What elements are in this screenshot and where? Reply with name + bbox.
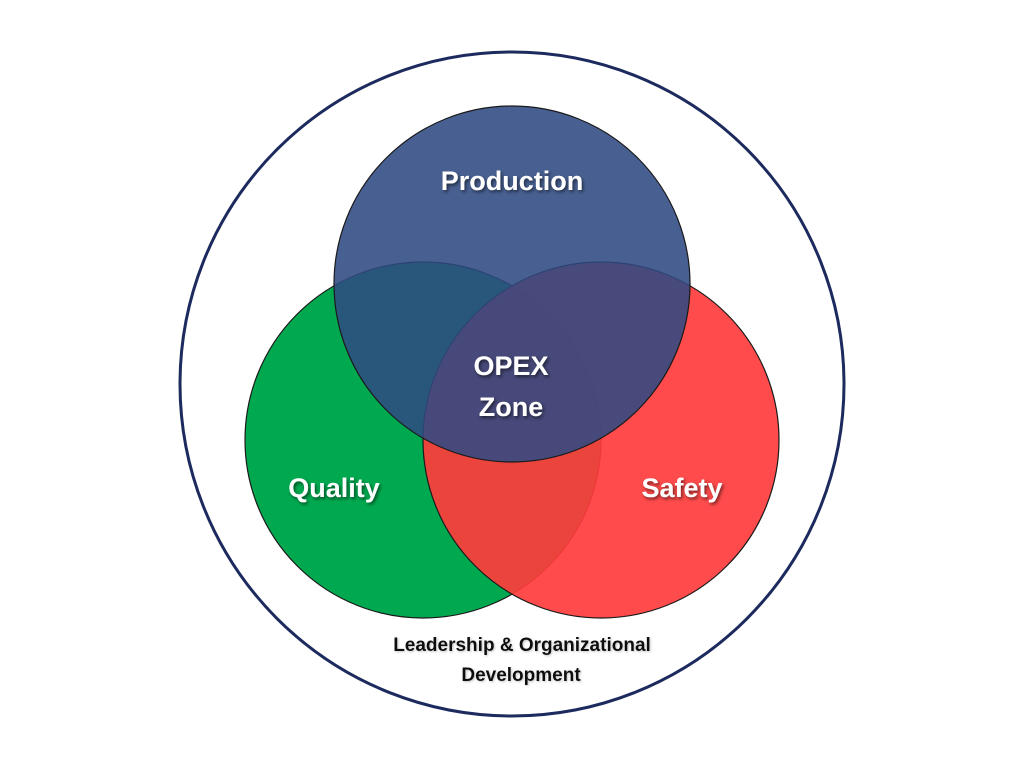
quality-label: Quality xyxy=(288,473,380,503)
opex-zone-label-line2: Zone xyxy=(479,392,544,422)
production-circle xyxy=(333,105,691,463)
safety-label: Safety xyxy=(641,473,722,503)
opex-zone-label-line1: OPEX xyxy=(473,351,548,381)
production-label: Production xyxy=(441,166,584,196)
leadership-label-line2: Development xyxy=(461,665,581,686)
leadership-label-line1: Leadership & Organizational xyxy=(393,635,651,656)
